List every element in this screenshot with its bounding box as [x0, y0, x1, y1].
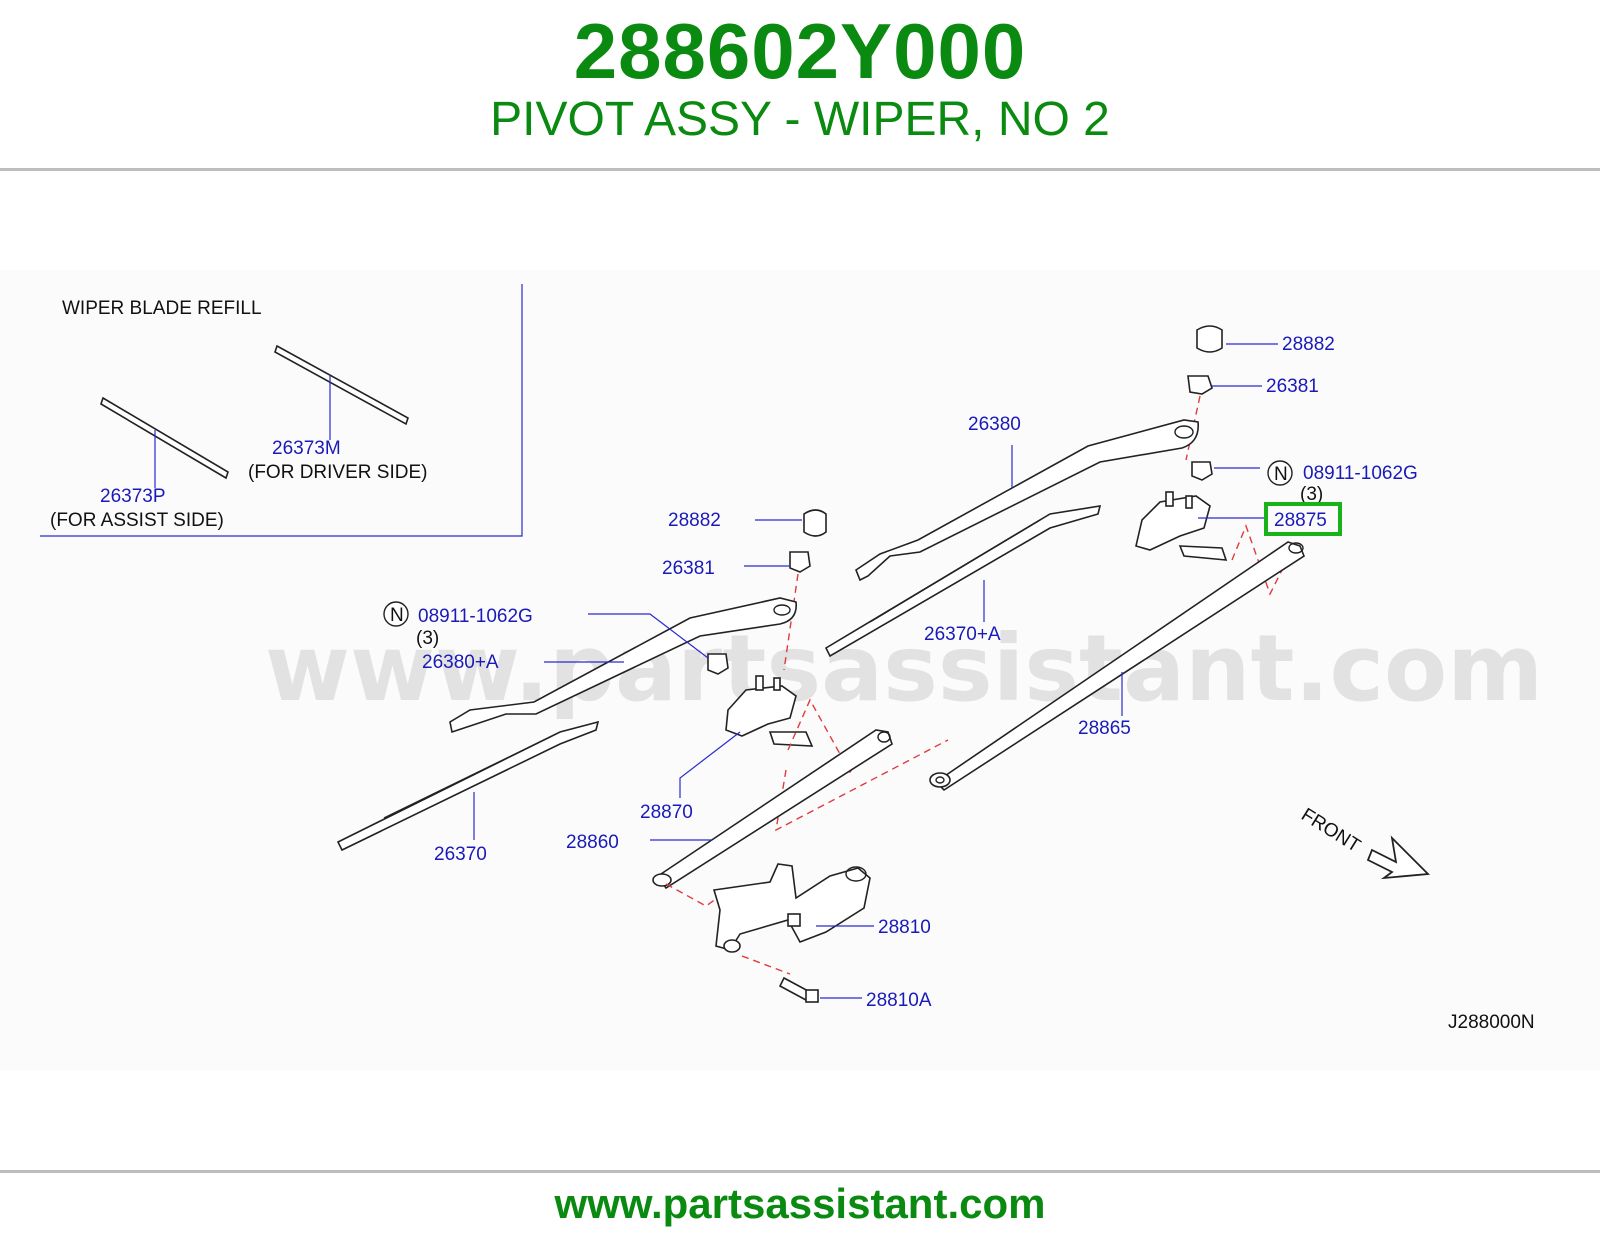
- label-26380[interactable]: 26380: [968, 414, 1021, 435]
- wiper-motor-28810[interactable]: [712, 863, 874, 953]
- front-label: FRONT: [1297, 804, 1364, 857]
- wiper-blade-26370A[interactable]: [824, 505, 1102, 658]
- drawing-code: J288000N: [1448, 1012, 1535, 1033]
- pivot-assy-28875[interactable]: [1135, 491, 1266, 561]
- dash-center: [775, 739, 949, 832]
- label-26381-right[interactable]: 26381: [1266, 376, 1319, 397]
- wiper-arm-26380[interactable]: [855, 419, 1199, 582]
- label-28875[interactable]: 28875: [1274, 510, 1327, 531]
- refill-driver-side[interactable]: [274, 344, 409, 440]
- bolt-28810A[interactable]: [778, 976, 862, 1003]
- header-divider: [0, 168, 1600, 171]
- footer-divider: [0, 1170, 1600, 1173]
- nut-26381-right[interactable]: [1187, 375, 1262, 395]
- dash-motor-bolt: [741, 955, 791, 975]
- qty-08911-right: (3): [1300, 484, 1323, 505]
- dash-right-link: [1231, 524, 1283, 596]
- nut-08911-right[interactable]: [1191, 461, 1260, 481]
- label-26373P[interactable]: 26373P: [100, 486, 166, 507]
- label-26373M[interactable]: 26373M: [272, 438, 341, 459]
- cap-28882-right[interactable]: [1196, 325, 1278, 353]
- note-driver-side: (FOR DRIVER SIDE): [248, 462, 427, 483]
- watermark: www.partsassistant.com: [265, 615, 1543, 722]
- parts-diagram: www.partsassistant.com WIPER BLADE REFIL…: [0, 270, 1600, 1070]
- label-28882-right[interactable]: 28882: [1282, 334, 1335, 355]
- label-26381-left[interactable]: 26381: [662, 558, 715, 579]
- dash-motor-left: [665, 883, 721, 907]
- n-symbol-left: [383, 601, 409, 627]
- label-28810[interactable]: 28810: [878, 917, 931, 938]
- label-28865[interactable]: 28865: [1078, 718, 1131, 739]
- n-symbol-left-text: N: [390, 605, 404, 626]
- nut-26381-left[interactable]: [744, 551, 811, 573]
- dash-right-top: [1185, 395, 1201, 461]
- header: 288602Y000 PIVOT ASSY - WIPER, NO 2: [0, 0, 1600, 168]
- link-rod-28860[interactable]: [650, 729, 893, 890]
- cap-28882-left[interactable]: [755, 509, 827, 537]
- wiper-blade-26370[interactable]: [336, 720, 600, 852]
- qty-08911-left: (3): [416, 628, 439, 649]
- parts-diagram-svg: www.partsassistant.com WIPER BLADE REFIL…: [40, 284, 1543, 1033]
- footer-url-link[interactable]: www.partsassistant.com: [554, 1180, 1046, 1227]
- label-28860[interactable]: 28860: [566, 832, 619, 853]
- label-08911-right[interactable]: 08911-1062G: [1303, 463, 1418, 484]
- page-title: 288602Y000: [573, 7, 1027, 95]
- front-arrow-icon: [1366, 835, 1430, 880]
- label-28882-left[interactable]: 28882: [668, 510, 721, 531]
- refill-assist-side[interactable]: [100, 396, 229, 488]
- nut-08911-left[interactable]: [588, 613, 729, 675]
- label-28870[interactable]: 28870: [640, 802, 693, 823]
- label-28810A[interactable]: 28810A: [866, 990, 932, 1011]
- wiper-arm-26380A[interactable]: [449, 597, 797, 734]
- pivot-assy-28870[interactable]: [679, 675, 814, 798]
- inset-border: [40, 284, 523, 537]
- label-26380A[interactable]: 26380+A: [422, 652, 499, 673]
- link-rod-28865[interactable]: [929, 541, 1305, 792]
- n-symbol-right: [1267, 460, 1293, 486]
- label-08911-left[interactable]: 08911-1062G: [418, 606, 533, 627]
- dash-left-top: [783, 573, 799, 671]
- note-assist-side: (FOR ASSIST SIDE): [50, 510, 224, 531]
- label-26370[interactable]: 26370: [434, 844, 487, 865]
- label-26370A[interactable]: 26370+A: [924, 624, 1001, 645]
- page-subtitle: PIVOT ASSY - WIPER, NO 2: [490, 93, 1110, 146]
- highlight-box-28875: [1264, 502, 1342, 536]
- inset-title: WIPER BLADE REFILL: [62, 298, 262, 319]
- n-symbol-right-text: N: [1274, 464, 1288, 485]
